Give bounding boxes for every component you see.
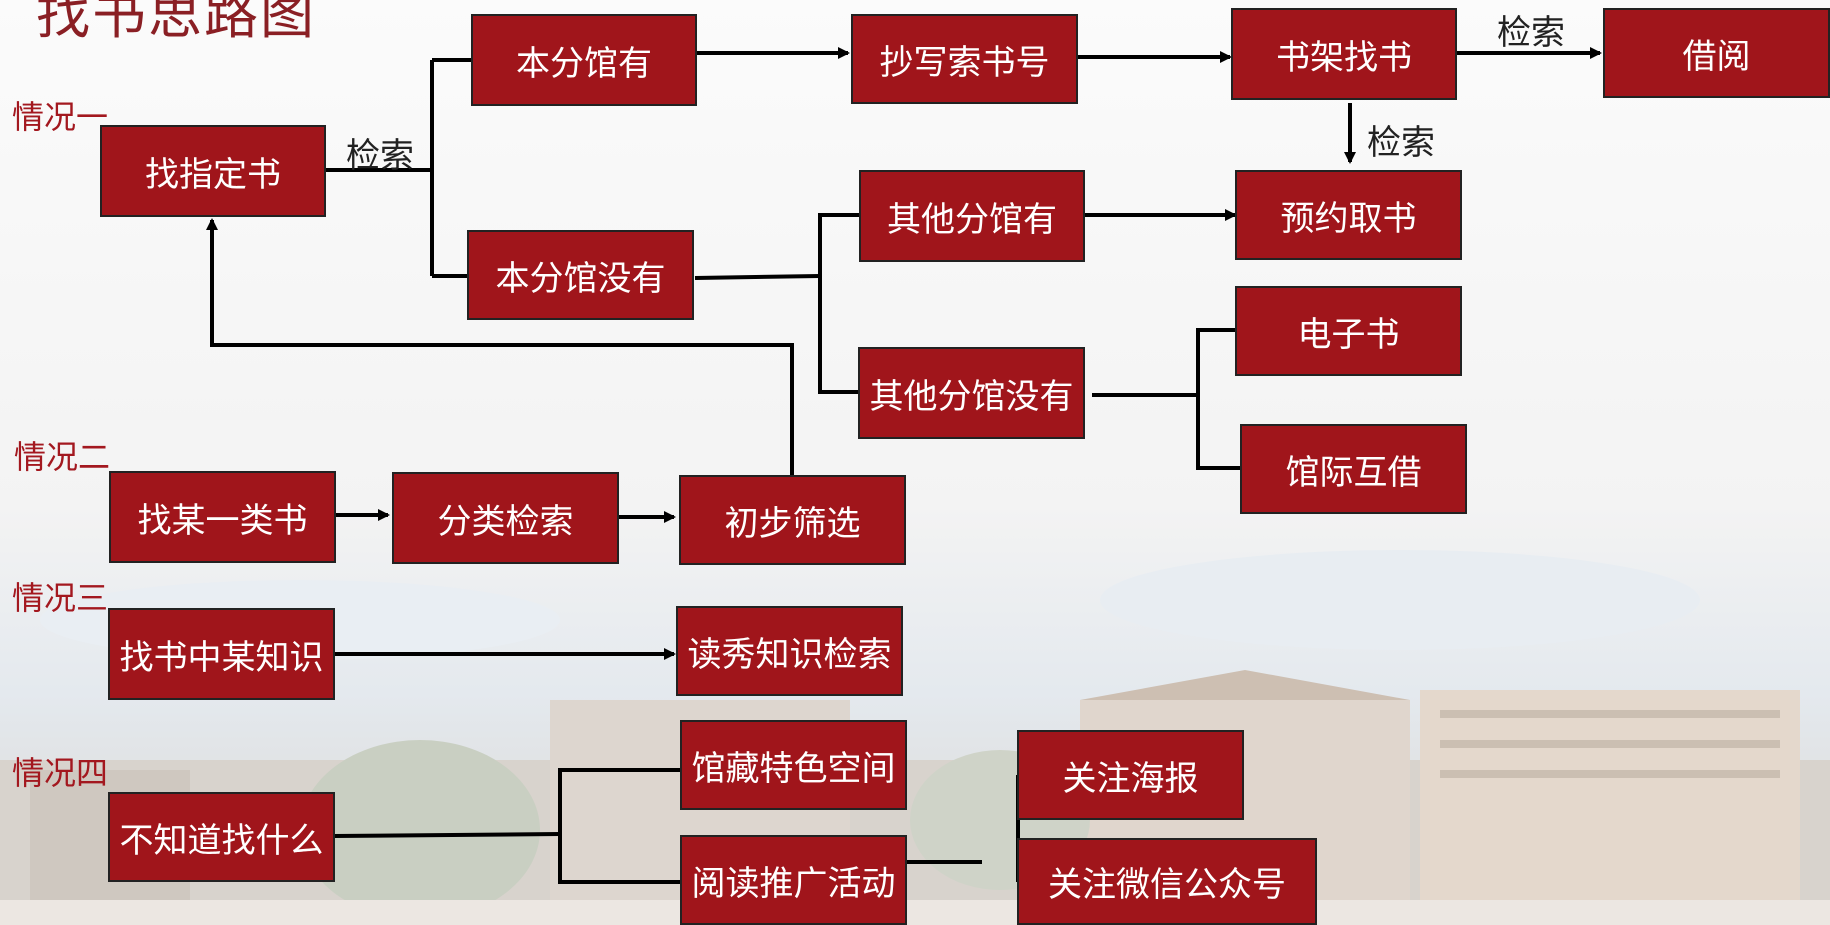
case-3-label: 情况三	[12, 579, 109, 617]
node-find-category-book: 找某一类书	[109, 471, 336, 563]
edge-nothave-to-split	[694, 274, 821, 280]
case-4-label: 情况四	[12, 754, 109, 792]
node-duxiu-search: 读秀知识检索	[676, 606, 903, 696]
node-classification-search: 分类检索	[392, 472, 619, 564]
search-label-1: 检索	[346, 136, 414, 176]
node-special-space: 馆藏特色空间	[680, 720, 907, 810]
node-other-branch-not-have: 其他分馆没有	[858, 347, 1085, 439]
node-borrow: 借阅	[1603, 8, 1830, 98]
edge-unknown-to-split	[333, 832, 561, 838]
edge-other-split	[818, 213, 860, 394]
node-copy-call-number: 抄写索书号	[851, 14, 1078, 104]
page-title: 找书思路图	[36, 0, 316, 46]
node-ebook: 电子书	[1235, 286, 1462, 376]
node-branch-not-have: 本分馆没有	[467, 230, 694, 320]
search-label-3: 检索	[1367, 123, 1435, 163]
node-follow-poster: 关注海报	[1017, 730, 1244, 820]
node-initial-filter: 初步筛选	[679, 475, 906, 565]
edge-filter-to-find	[206, 218, 794, 478]
node-shelf-find: 书架找书	[1231, 8, 1457, 100]
node-unknown-what: 不知道找什么	[108, 792, 335, 882]
node-interlibrary-loan: 馆际互借	[1240, 424, 1467, 514]
case-1-label: 情况一	[12, 98, 109, 136]
node-find-knowledge-in-book: 找书中某知识	[108, 608, 335, 700]
node-reading-promotion: 阅读推广活动	[680, 835, 907, 925]
case-2-label: 情况二	[14, 438, 111, 476]
node-branch-has: 本分馆有	[471, 14, 697, 106]
node-follow-wechat: 关注微信公众号	[1017, 838, 1317, 925]
node-reserve-pickup: 预约取书	[1235, 170, 1462, 260]
node-find-specific-book: 找指定书	[100, 125, 326, 217]
edge-ebook-ill-split	[1196, 328, 1240, 470]
node-other-branch-has: 其他分馆有	[859, 170, 1085, 262]
edge-space-promo-split	[558, 768, 680, 884]
search-label-2: 检索	[1497, 13, 1565, 53]
